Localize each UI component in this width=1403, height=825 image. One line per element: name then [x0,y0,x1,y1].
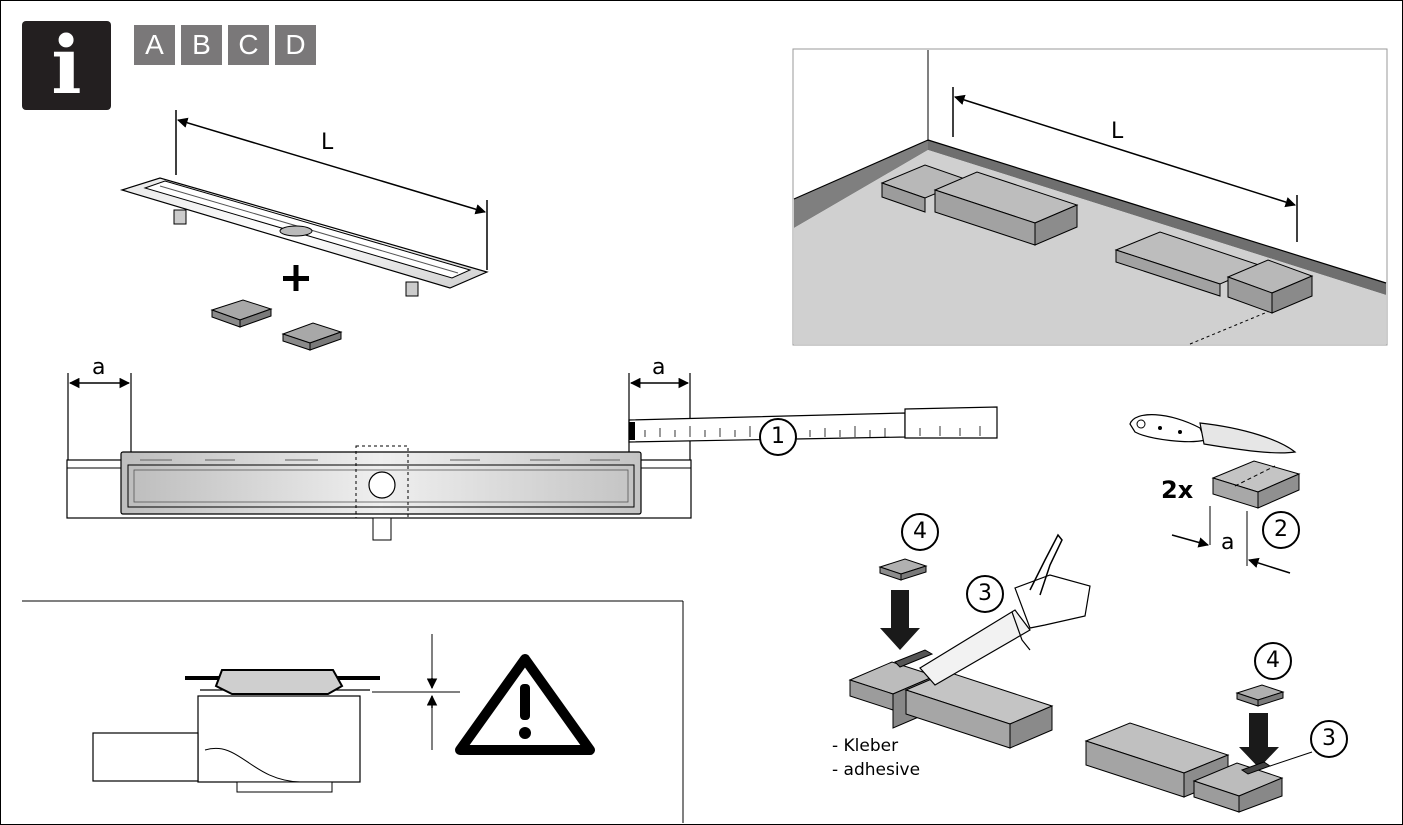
length-label: L [321,130,334,155]
room-length-label: L [1111,119,1124,144]
cut-quantity-label: 2x [1161,476,1194,504]
pad-blocks [210,299,343,351]
adhesive-label-en: - adhesive [832,760,921,780]
variant-b-label: B [181,25,222,65]
step-4-badge: 4 [901,513,939,551]
cut-offset-label: a [1221,530,1235,555]
channel-side-view [66,373,692,541]
knife-cut-illustration [1129,414,1301,574]
step-3-badge: 3 [966,575,1004,613]
adhesive-label-de: - Kleber [832,736,899,756]
offset-right-label: a [652,355,666,380]
measuring-tape [628,406,998,443]
step-1-badge: 1 [759,418,797,456]
blocks-with-pad-illustration [1084,684,1313,813]
offset-left-label: a [92,355,106,380]
warning-icon [455,654,595,755]
length-dimension-line [176,117,487,215]
step-3-badge-secondary: 3 [1310,720,1348,758]
cross-section-panel [22,600,684,823]
step-4-badge-secondary: 4 [1254,642,1292,680]
info-icon: i [22,21,111,110]
variant-c-label: C [228,25,269,65]
room-view-panel [792,48,1388,346]
channel-isometric [119,110,489,297]
variant-a-label: A [134,25,175,65]
step-2-badge: 2 [1262,511,1300,549]
variant-d-label: D [275,25,316,65]
adhesive-application-illustration [848,533,1091,749]
plus-icon [283,265,309,291]
room-length-dimension-line [953,94,1297,208]
